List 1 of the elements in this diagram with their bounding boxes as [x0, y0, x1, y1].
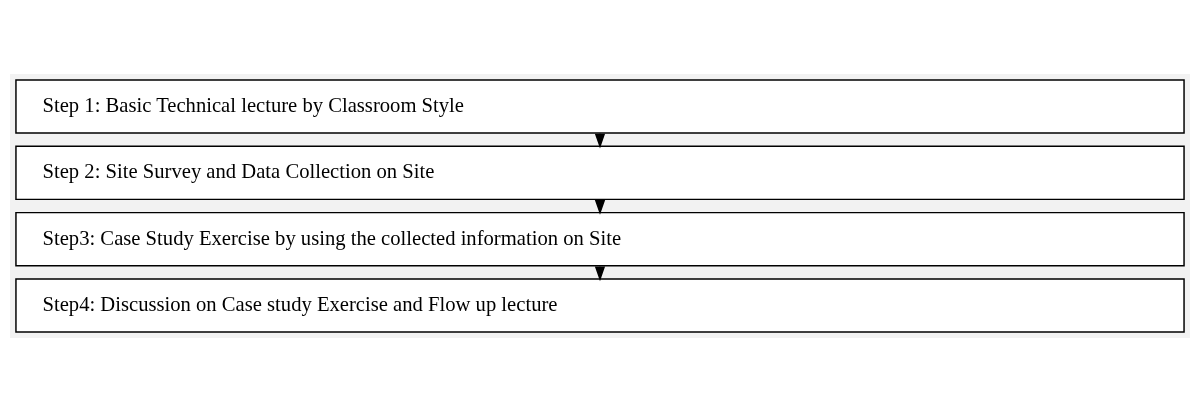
node-box: Step4: Discussion on Case study Exercise and Flow up lecture	[15, 277, 1185, 333]
